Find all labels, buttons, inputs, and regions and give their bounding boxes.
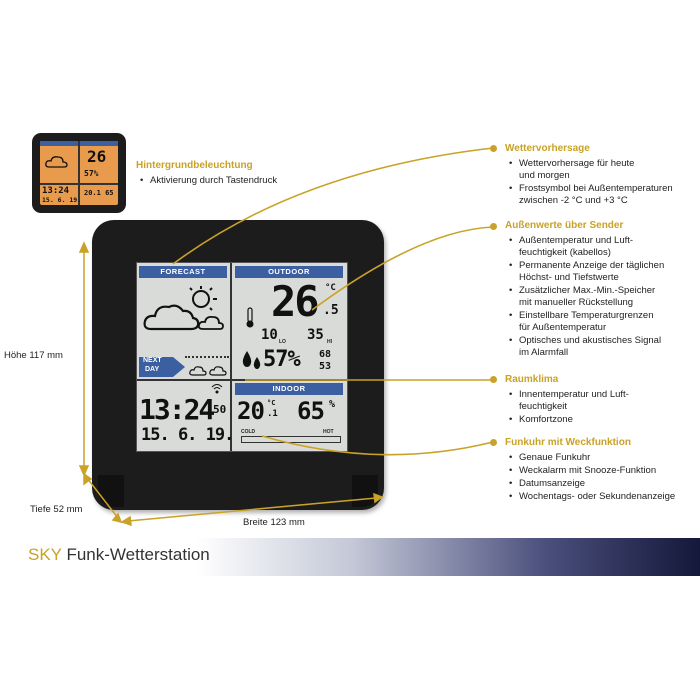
forecast-label: FORECAST: [139, 266, 227, 278]
outdoor-bullets: Außentemperatur und Luft-feuchtigkeit (k…: [505, 235, 695, 359]
clock-time: 13:24: [139, 393, 215, 426]
indoor-humidity: 65: [297, 397, 325, 425]
humidity-drops-icon: [242, 351, 261, 369]
outdoor-hi-label: HI: [327, 339, 332, 345]
radio-signal-icon: [211, 384, 223, 394]
next-day-arrow-icon: [139, 357, 185, 377]
outdoor-temperature-decimal: .5: [323, 303, 339, 318]
list-item: Wochentags- oder Sekundenanzeige: [505, 491, 695, 503]
outdoor-min-temp: 10: [261, 327, 278, 343]
comfort-cold-label: COLD: [241, 429, 256, 435]
product-title-band: [0, 538, 700, 576]
indoor-unit: °C: [267, 399, 276, 407]
product-name: Funk-Wetterstation: [66, 545, 210, 564]
indoor-callout: Raumklima Innentemperatur und Luft-feuch…: [505, 374, 695, 427]
clock-seconds: 50: [213, 403, 227, 416]
next-day-label-1: NEXT: [143, 357, 162, 364]
date-display: 15. 6. 19.: [141, 425, 234, 445]
outdoor-label: OUTDOOR: [235, 266, 343, 278]
indoor-temperature-decimal: .1: [267, 409, 278, 419]
backlit-device-thumbnail: 26 57% 13:24 15. 6. 19. 20.1 65: [32, 133, 126, 213]
thumb-cloud-icon: [45, 156, 68, 168]
comfort-hot-label: HOT: [323, 429, 334, 435]
next-day-label-2: DAY: [145, 366, 160, 373]
backlight-bullets: Aktivierung durch Tastendruck: [136, 175, 277, 187]
depth-label: Tiefe 52 mm: [30, 504, 83, 515]
product-brand: SKY: [28, 545, 62, 564]
list-item: Datumsanzeige: [505, 478, 695, 490]
clock-heading: Funkuhr mit Weckfunktion: [505, 437, 631, 448]
outdoor-lo-label: LO: [279, 339, 286, 345]
indoor-label: INDOOR: [235, 383, 343, 395]
clock-leader-dot: [490, 439, 497, 446]
next-day-dotted-line: [185, 356, 229, 358]
thumb-time: 13:24: [42, 186, 70, 196]
indoor-leader-dot: [490, 376, 497, 383]
outdoor-max-temp: 35: [307, 327, 324, 343]
indoor-bullets: Innentemperatur und Luft-feuchtigkeit Ko…: [505, 389, 695, 426]
outdoor-humidity-max: 68: [319, 349, 332, 360]
comfort-zone-bar: [241, 436, 341, 443]
cloud-sun-icon: [143, 286, 224, 331]
indoor-humidity-unit: %: [329, 399, 336, 410]
forecast-callout: Wettervorhersage Wettervorhersage für he…: [505, 143, 695, 208]
backlight-heading: Hintergrundbeleuchtung: [136, 160, 253, 171]
outdoor-leader-dot: [490, 223, 497, 230]
height-label: Höhe 117 mm: [4, 350, 63, 361]
list-item: Permanente Anzeige der täglichenHöchst- …: [505, 260, 695, 284]
next-day-cloud-icon: [189, 366, 227, 376]
outdoor-unit: °C: [325, 283, 336, 293]
outdoor-temperature: 26: [271, 277, 320, 326]
outdoor-humidity-min: 53: [319, 361, 332, 372]
thumb-humidity: 57%: [84, 169, 99, 178]
indoor-heading: Raumklima: [505, 374, 559, 385]
list-item: Weckalarm mit Snooze-Funktion: [505, 465, 695, 477]
outdoor-humidity: 57%: [263, 347, 301, 372]
thermometer-icon: [246, 307, 254, 328]
list-item: Komfortzone: [505, 414, 695, 426]
forecast-leader-dot: [490, 145, 497, 152]
list-item: Genaue Funkuhr: [505, 452, 695, 464]
backlight-callout: Hintergrundbeleuchtung Aktivierung durch…: [136, 160, 277, 188]
thumb-indoor: 20.1 65: [84, 189, 114, 197]
thumb-temp: 26: [87, 147, 107, 166]
outdoor-heading: Außenwerte über Sender: [505, 220, 624, 231]
outdoor-callout: Außenwerte über Sender Außentemperatur u…: [505, 220, 695, 360]
list-item: Innentemperatur und Luft-feuchtigkeit: [505, 389, 695, 413]
forecast-heading: Wettervorhersage: [505, 143, 590, 154]
thumb-date: 15. 6. 19.: [42, 196, 82, 204]
lcd-screen: FORECAST OUTDOOR INDOOR NEXT DAY 26 .5: [136, 262, 348, 452]
clock-callout: Funkuhr mit Weckfunktion Genaue Funkuhr …: [505, 437, 695, 504]
product-title: SKY Funk-Wetterstation: [28, 545, 210, 565]
weather-station-device: FORECAST OUTDOOR INDOOR NEXT DAY 26 .5: [92, 220, 384, 510]
width-label: Breite 123 mm: [243, 517, 305, 528]
indoor-temperature: 20: [237, 397, 265, 425]
list-item: Außentemperatur und Luft-feuchtigkeit (k…: [505, 235, 695, 259]
clock-bullets: Genaue Funkuhr Weckalarm mit Snooze-Funk…: [505, 452, 695, 503]
list-item: Frostsymbol bei Außentemperaturenzwische…: [505, 183, 695, 207]
list-item: Aktivierung durch Tastendruck: [136, 175, 277, 187]
